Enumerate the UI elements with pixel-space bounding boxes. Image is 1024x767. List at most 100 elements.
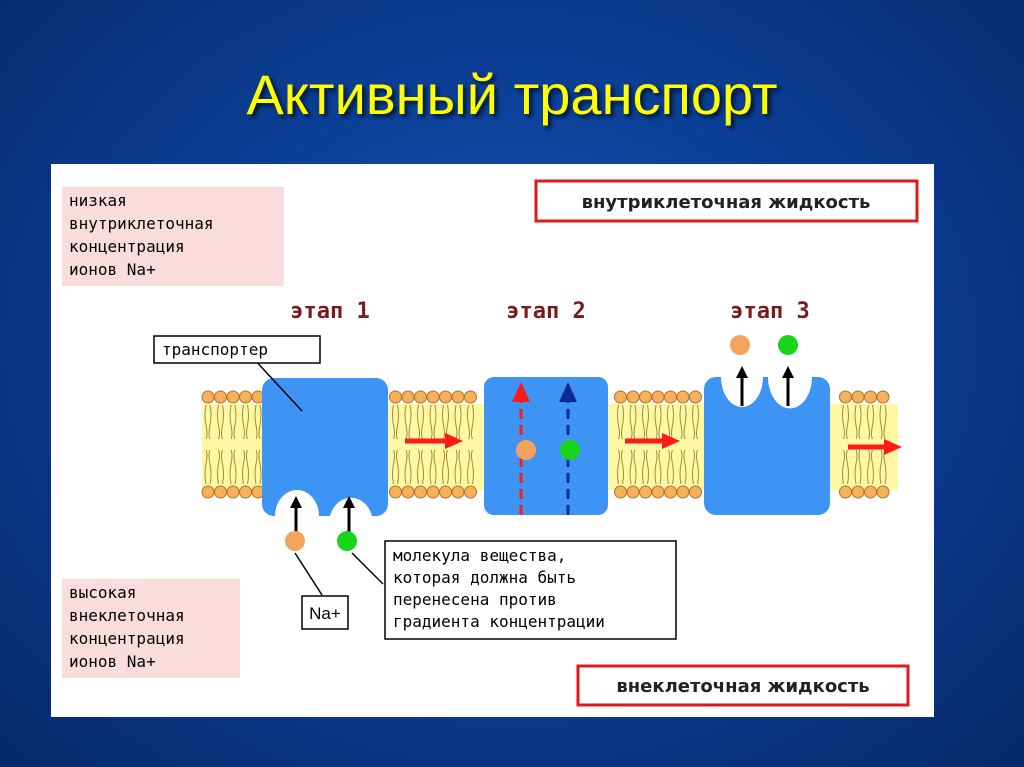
high-conc-line-4: ионов Na+ xyxy=(69,652,156,671)
lipid-head xyxy=(464,485,477,499)
lipid-head xyxy=(676,390,690,404)
lipid-head xyxy=(664,390,677,404)
lipid-tail xyxy=(867,404,874,440)
lipid-head xyxy=(401,485,415,499)
lipid-head xyxy=(651,485,665,499)
lipid-tail xyxy=(854,449,862,485)
na-callout: Na+ xyxy=(301,595,349,630)
lipid-head xyxy=(214,390,227,404)
svg-text:молекула вещества, котор: молекула вещества, которая должна быть п… xyxy=(393,546,605,631)
lipid-head xyxy=(414,390,427,404)
lipid-tail xyxy=(229,449,237,485)
lipid-head xyxy=(414,485,427,499)
lipid-tail xyxy=(217,449,224,485)
lipid-head xyxy=(226,390,240,404)
low-conc-line-1: низкая xyxy=(69,191,127,210)
lipid-tail xyxy=(454,449,462,485)
slide-title: Активный транспорт xyxy=(246,63,778,126)
low-conc-line-3: концентрация xyxy=(69,237,185,256)
lipid-head xyxy=(639,485,652,499)
high-concentration-box: высокая внеклеточная концентрация ионов … xyxy=(62,579,240,678)
molecule-desc-line-2: которая должна быть xyxy=(393,568,576,587)
molecule-leader xyxy=(351,552,384,585)
lipid-head xyxy=(864,390,877,404)
svg-text:низкая внутриклеточная: низкая внутриклеточная концентрация ионо… xyxy=(69,191,223,279)
lipid-head xyxy=(226,485,240,499)
sodium-ion-stage-1 xyxy=(285,531,305,551)
lipid-head xyxy=(876,485,890,499)
lipid-tail xyxy=(854,404,862,440)
lipid-head xyxy=(851,390,865,404)
transporter-leader xyxy=(252,357,303,412)
sodium-ion-stage-3 xyxy=(730,335,750,355)
lipid-head xyxy=(839,390,852,404)
inner-fluid-label: внутриклеточная жидкость xyxy=(534,179,919,223)
lipid-head xyxy=(401,390,415,404)
lipid-tail xyxy=(217,404,224,440)
molecule-desc-line-3: перенесена против xyxy=(393,590,557,609)
molecule-callout: молекула вещества, которая должна быть п… xyxy=(384,540,677,640)
lipid-tail xyxy=(654,449,662,485)
lipid-head xyxy=(451,485,465,499)
lipid-head xyxy=(389,485,402,499)
svg-text:Na+: Na+ xyxy=(309,604,341,623)
lipid-tail xyxy=(842,404,849,440)
lipid-tail xyxy=(417,449,424,485)
lipid-tail xyxy=(679,404,687,440)
lipid-tail xyxy=(442,449,449,485)
molecule-desc-line-4: градиента концентрации xyxy=(393,612,605,631)
lipid-head xyxy=(426,485,440,499)
low-conc-line-4: ионов Na+ xyxy=(69,260,156,279)
lipid-head xyxy=(451,390,465,404)
lipid-head xyxy=(389,390,402,404)
lipid-tail xyxy=(392,404,399,440)
svg-text:внутриклеточная жидкость: внутриклеточная жидкость xyxy=(582,192,871,213)
lipid-head xyxy=(201,485,215,499)
transporter-stage-3 xyxy=(704,377,830,515)
flow-arrow-3 xyxy=(848,439,902,455)
lipid-tail xyxy=(667,404,674,440)
lipid-tail xyxy=(254,404,262,440)
lipid-tail xyxy=(242,449,249,485)
transporter-stage-1 xyxy=(262,378,388,516)
flow-arrow-2 xyxy=(625,433,680,449)
lipid-tail xyxy=(692,449,699,485)
lipid-tail xyxy=(617,449,624,485)
high-conc-line-2: внеклеточная xyxy=(69,606,185,625)
lipid-tail xyxy=(629,449,637,485)
svg-text:транспортер: транспортер xyxy=(162,340,268,359)
lipid-tail xyxy=(204,404,212,440)
flow-arrow-1 xyxy=(405,433,463,449)
lipid-tail xyxy=(429,449,437,485)
lipid-head xyxy=(214,485,227,499)
lipid-head xyxy=(439,390,452,404)
molecule-stage-1 xyxy=(337,531,357,551)
lipid-head xyxy=(689,485,702,499)
lipid-tail xyxy=(417,404,424,440)
high-conc-line-3: концентрация xyxy=(69,629,185,648)
lipid-tail xyxy=(467,404,474,440)
lipid-head xyxy=(876,390,890,404)
lipid-head xyxy=(651,390,665,404)
lipid-head xyxy=(439,485,452,499)
stage-2-label: этап 2 xyxy=(506,299,585,324)
lipid-tail xyxy=(429,404,437,440)
lipid-tail xyxy=(229,404,237,440)
na-leader xyxy=(294,552,323,596)
transporter-stage-2 xyxy=(484,377,608,515)
lipid-head xyxy=(689,390,702,404)
lipid-tail xyxy=(404,449,412,485)
lipid-tail xyxy=(629,404,637,440)
lipid-head xyxy=(201,390,215,404)
lipid-tail xyxy=(842,449,849,485)
svg-text:высокая внеклеточная: высокая внеклеточная концентрация ионов … xyxy=(69,583,194,671)
low-conc-line-2: внутриклеточная xyxy=(69,214,214,233)
low-concentration-box: низкая внутриклеточная концентрация ионо… xyxy=(62,187,284,286)
molecule-stage-2 xyxy=(560,440,580,460)
lipid-head xyxy=(239,390,252,404)
lipid-tail xyxy=(692,404,699,440)
lipid-tail xyxy=(454,404,462,440)
svg-text:внеклеточная жидкость: внеклеточная жидкость xyxy=(616,676,869,697)
molecule-stage-3 xyxy=(778,335,798,355)
sodium-ion-stage-2 xyxy=(516,440,536,460)
